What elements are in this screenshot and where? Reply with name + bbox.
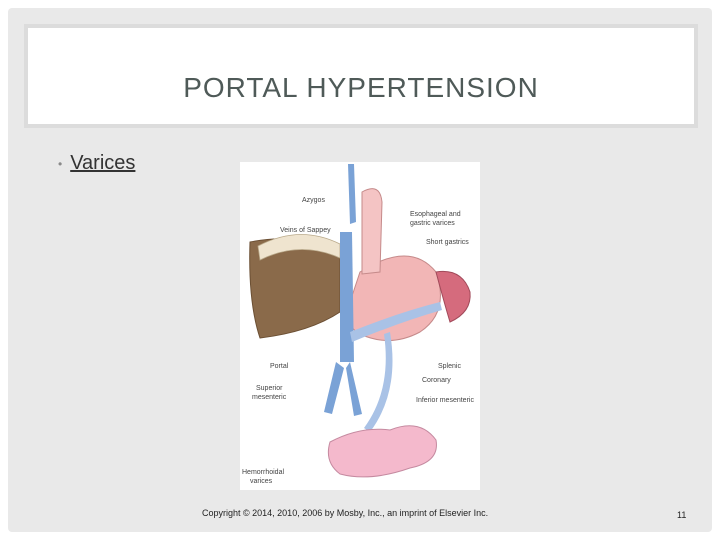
spleen-shape — [435, 270, 471, 323]
bullet-varices-link[interactable]: Varices — [70, 152, 136, 174]
label-inferior: Inferior mesenteric — [416, 397, 474, 404]
label-coronary: Coronary — [422, 377, 451, 384]
label-azygos: Azygos — [302, 197, 325, 204]
label-hemorrhoidal-2: varices — [250, 478, 273, 485]
esophagus-shape — [361, 188, 383, 275]
label-esophageal-2: gastric varices — [410, 220, 455, 227]
page-number: 11 — [677, 510, 687, 520]
superior-mesenteric-vein — [324, 362, 362, 416]
bullet-icon: • — [58, 156, 63, 171]
label-superior-2: mesenteric — [252, 394, 287, 401]
portal-vein — [340, 232, 354, 362]
portal-hypertension-illustration: Azygos Veins of Sappey Esophageal and ga… — [240, 162, 480, 490]
label-hemorrhoidal-1: Hemorrhoidal — [242, 469, 284, 476]
label-portal: Portal — [270, 363, 289, 370]
label-veins-of-sappey: Veins of Sappey — [280, 227, 331, 234]
label-superior-1: Superior — [256, 385, 283, 392]
label-esophageal-1: Esophageal and — [410, 211, 461, 218]
azygos-vein — [348, 164, 356, 224]
bullet-item: • Varices — [58, 152, 135, 175]
slide-title: PORTAL HYPERTENSION — [183, 72, 539, 103]
inferior-mesenteric-vein — [364, 332, 393, 432]
label-splenic: Splenic — [438, 363, 461, 370]
rectum-shape — [327, 425, 437, 478]
anatomy-diagram: Azygos Veins of Sappey Esophageal and ga… — [242, 164, 474, 485]
label-short-gastrics: Short gastrics — [426, 239, 469, 246]
title-box: PORTAL HYPERTENSION — [24, 24, 698, 128]
copyright-text: Copyright © 2014, 2010, 2006 by Mosby, I… — [202, 508, 489, 518]
splenic-vein — [350, 302, 442, 342]
